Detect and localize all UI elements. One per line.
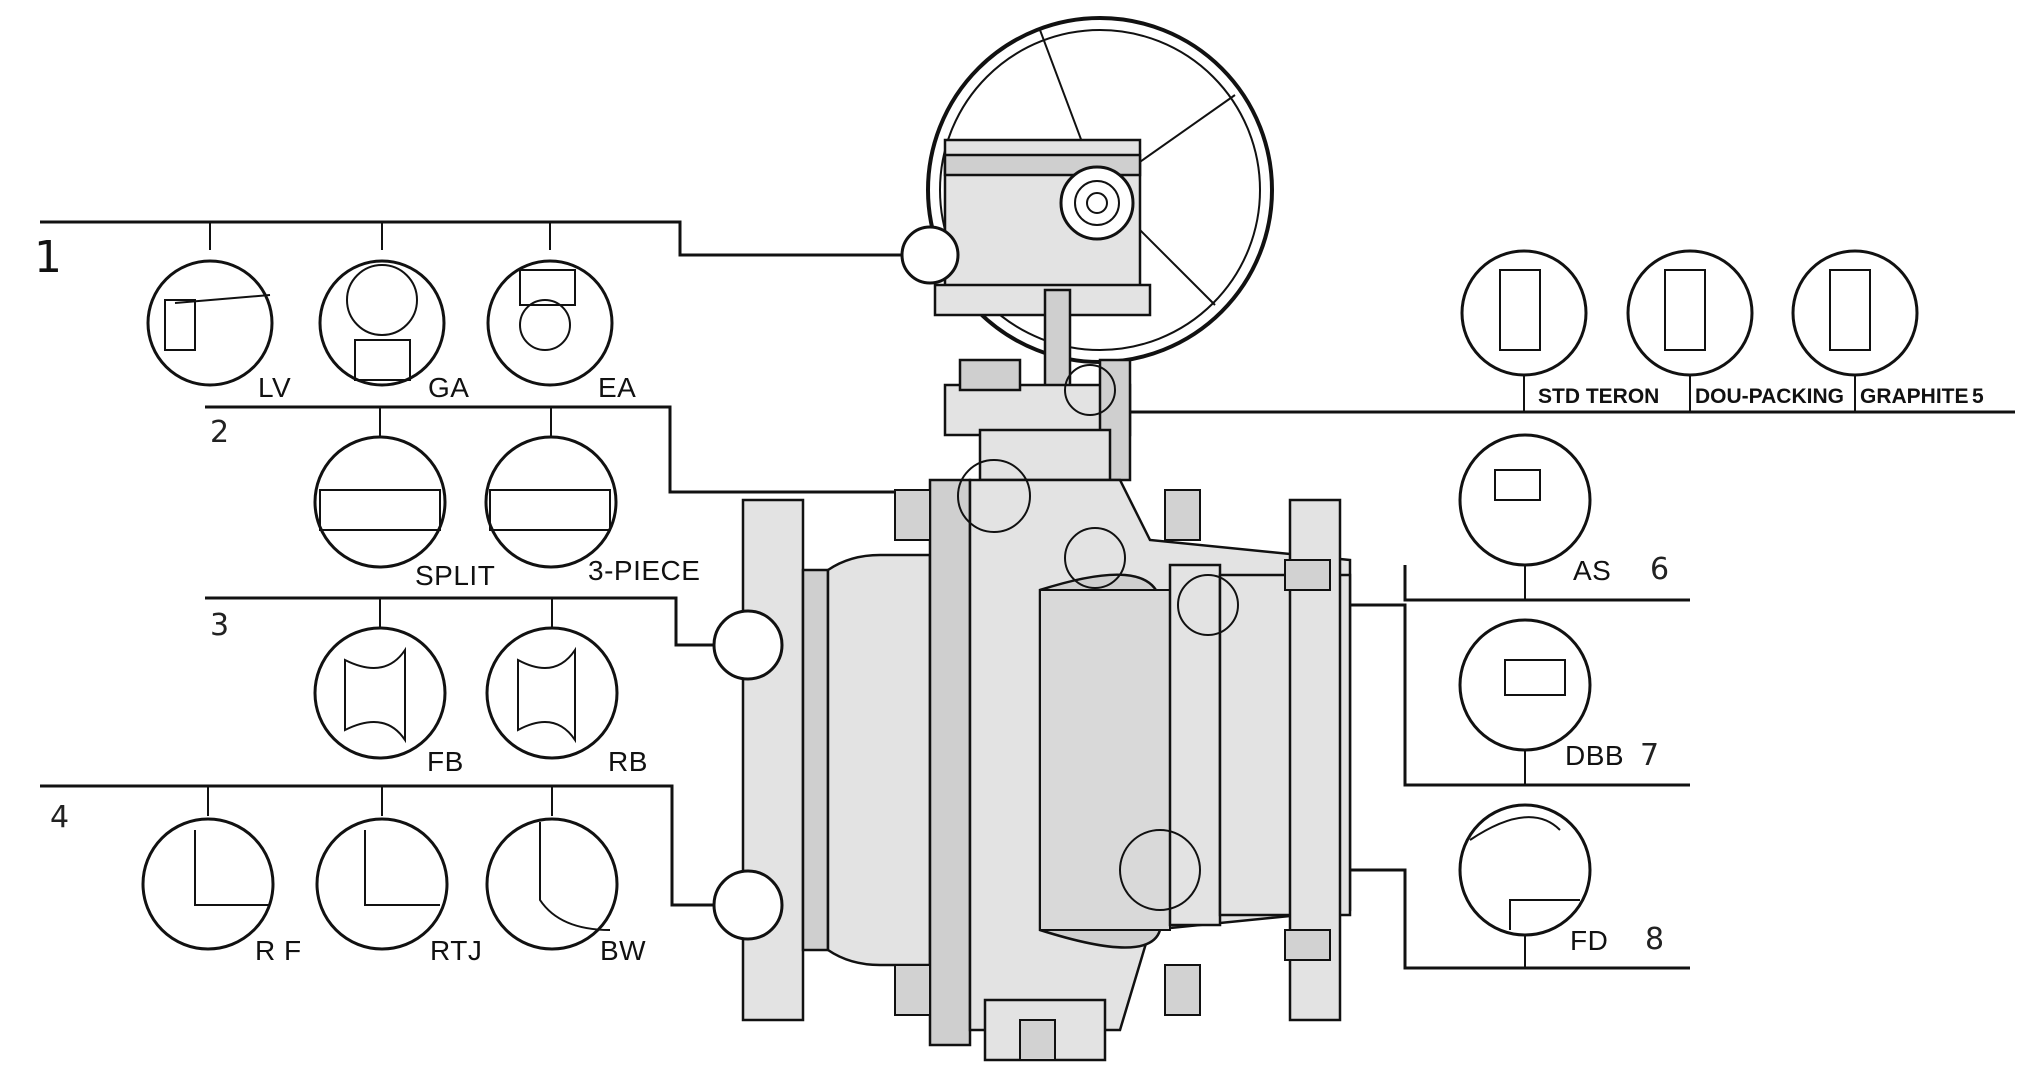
option-ea-label: EA	[598, 372, 637, 403]
group-2-number: 2	[210, 415, 230, 450]
reduced-bore-detail-icon	[485, 626, 619, 760]
group-4-number: 4	[50, 800, 70, 835]
graphite-packing-detail-icon	[1791, 249, 1919, 377]
leader-lines-right	[1130, 375, 2015, 970]
three-piece-body-detail-icon	[484, 435, 618, 569]
option-circles	[141, 249, 1919, 951]
group-5-number: 5	[1972, 385, 1984, 408]
option-dou-packing-label: DOU-PACKING	[1695, 385, 1844, 408]
split-body-detail-icon	[313, 435, 447, 569]
ball-valve-body	[712, 16, 1352, 1062]
lever-detail-icon	[146, 259, 274, 387]
option-rf-label: R F	[255, 935, 302, 966]
option-graphite-label: GRAPHITE	[1860, 385, 1969, 408]
butt-weld-detail-icon	[485, 817, 619, 951]
group-7-number: 7	[1640, 738, 1660, 773]
std-teflon-seal-detail-icon	[1460, 249, 1588, 377]
double-block-bleed-detail-icon	[1458, 618, 1592, 752]
option-rtj-label: RTJ	[430, 935, 483, 966]
option-std-teron-label: STD TERON	[1538, 385, 1660, 408]
leader-lines-left	[40, 220, 960, 907]
electric-actuator-detail-icon	[486, 259, 614, 387]
option-rb-label: RB	[608, 746, 648, 777]
double-packing-detail-icon	[1626, 249, 1754, 377]
ring-type-joint-detail-icon	[315, 817, 449, 951]
option-lv-label: LV	[258, 372, 292, 403]
option-as-label: AS	[1573, 555, 1612, 586]
option-fb-label: FB	[427, 746, 464, 777]
option-split-label: SPLIT	[415, 560, 496, 591]
option-fd-label: FD	[1570, 925, 1609, 956]
fire-safe-design-detail-icon	[1458, 803, 1592, 937]
full-bore-detail-icon	[313, 626, 447, 760]
option-3-piece-label: 3-PIECE	[588, 555, 701, 586]
group-8-number: 8	[1645, 922, 1665, 957]
group-3-number: 3	[210, 608, 230, 643]
group-1-number: 1	[34, 232, 62, 283]
option-bw-label: BW	[600, 935, 647, 966]
group-6-number: 6	[1650, 552, 1670, 587]
gear-actuator-detail-icon	[318, 259, 446, 387]
raised-face-detail-icon	[141, 817, 275, 951]
option-dbb-label: DBB	[1565, 740, 1625, 771]
option-ga-label: GA	[428, 372, 470, 403]
